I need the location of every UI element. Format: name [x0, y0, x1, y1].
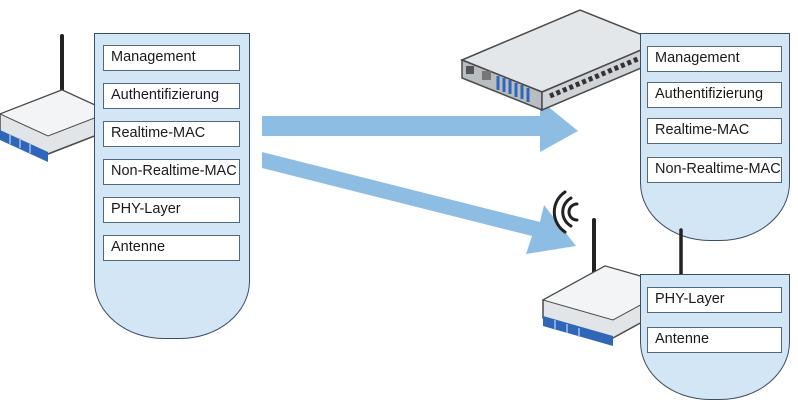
layer-realtime-mac: Realtime-MAC: [103, 121, 240, 147]
layer-phy: PHY-Layer: [103, 197, 240, 223]
arrow-to-controller: [262, 100, 578, 152]
layer-management: Management: [103, 45, 240, 71]
wireless-signal-icon: [552, 190, 579, 234]
controller-layer-non-realtime-mac: Non-Realtime-MAC: [647, 157, 782, 183]
layer-non-realtime-mac: Non-Realtime-MAC: [103, 159, 240, 185]
arrow-to-access-point: [262, 152, 576, 254]
left-access-point-icon: [0, 34, 112, 162]
ap-layer-phy: PHY-Layer: [647, 287, 782, 313]
controller-layer-management: Management: [647, 46, 782, 72]
controller-layer-authentifizierung: Authentifizierung: [647, 82, 782, 108]
layer-antenne: Antenne: [103, 235, 240, 261]
ap-layer-antenne: Antenne: [647, 327, 782, 353]
layer-authentifizierung: Authentifizierung: [103, 83, 240, 109]
controller-layer-realtime-mac: Realtime-MAC: [647, 118, 782, 144]
wlan-controller-switch-icon: [460, 9, 662, 112]
